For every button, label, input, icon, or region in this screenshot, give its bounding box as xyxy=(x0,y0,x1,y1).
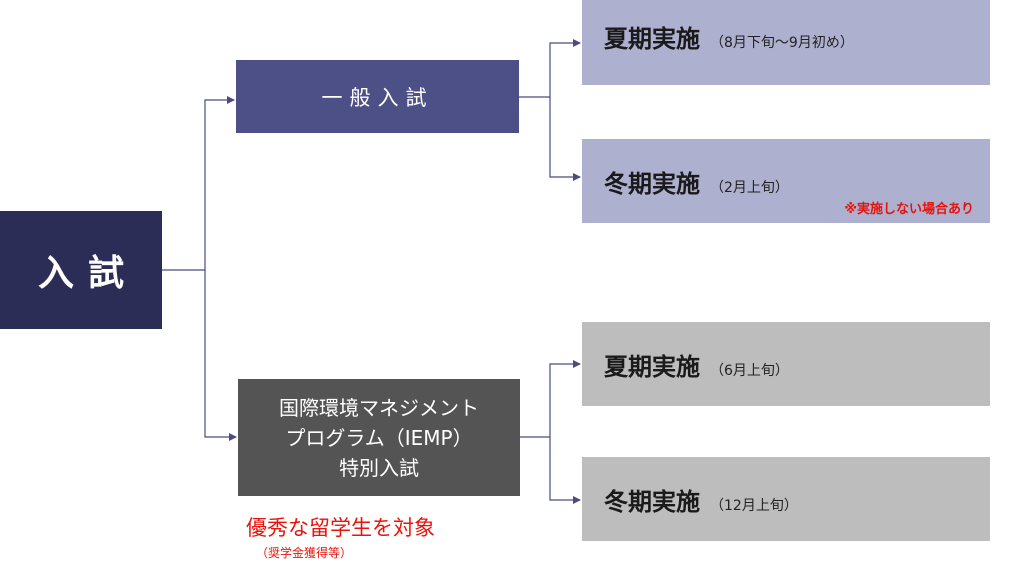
connector-general-summer xyxy=(519,39,581,98)
connector-root-iemp xyxy=(204,270,237,441)
session-general-summer: 夏期実施 （8月下旬〜9月初め） xyxy=(582,0,990,85)
session-name: 夏期実施 xyxy=(604,25,700,53)
connector-root-general xyxy=(162,96,235,271)
session-iemp-summer: 夏期実施 （6月上旬） xyxy=(582,322,990,406)
session-period: （6月上旬） xyxy=(710,362,789,379)
branch-node-general: 一般入試 xyxy=(236,60,519,133)
branch-node-iemp: 国際環境マネジメント プログラム（IEMP） 特別入試 xyxy=(238,379,520,496)
connector-general-winter xyxy=(549,97,581,181)
connector-iemp-summer xyxy=(520,360,581,438)
iemp-target-note: 優秀な留学生を対象 （奨学金獲得等） xyxy=(246,512,435,561)
session-name: 冬期実施 xyxy=(604,169,700,198)
connector-iemp-winter xyxy=(549,437,581,504)
session-name: 冬期実施 xyxy=(604,487,700,516)
session-period: （2月上旬） xyxy=(710,179,789,196)
general-label: 一般入試 xyxy=(321,85,434,110)
root-label: 入試 xyxy=(37,253,138,294)
session-general-winter: 冬期実施 （2月上旬） ※実施しない場合あり xyxy=(582,139,990,223)
root-node-admission: 入試 xyxy=(0,211,162,329)
iemp-target-sub: （奨学金獲得等） xyxy=(256,546,353,560)
iemp-label-line-2: プログラム（IEMP） xyxy=(285,425,473,450)
session-period: （8月下旬〜9月初め） xyxy=(710,35,854,51)
session-name: 夏期実施 xyxy=(604,352,700,381)
iemp-target-main: 優秀な留学生を対象 xyxy=(246,516,435,540)
session-iemp-winter: 冬期実施 （12月上旬） xyxy=(582,457,990,541)
iemp-label-line-1: 国際環境マネジメント xyxy=(279,395,479,420)
session-note-warning: ※実施しない場合あり xyxy=(844,202,974,217)
iemp-label-line-3: 特別入試 xyxy=(339,455,419,480)
session-period: （12月上旬） xyxy=(710,497,798,514)
